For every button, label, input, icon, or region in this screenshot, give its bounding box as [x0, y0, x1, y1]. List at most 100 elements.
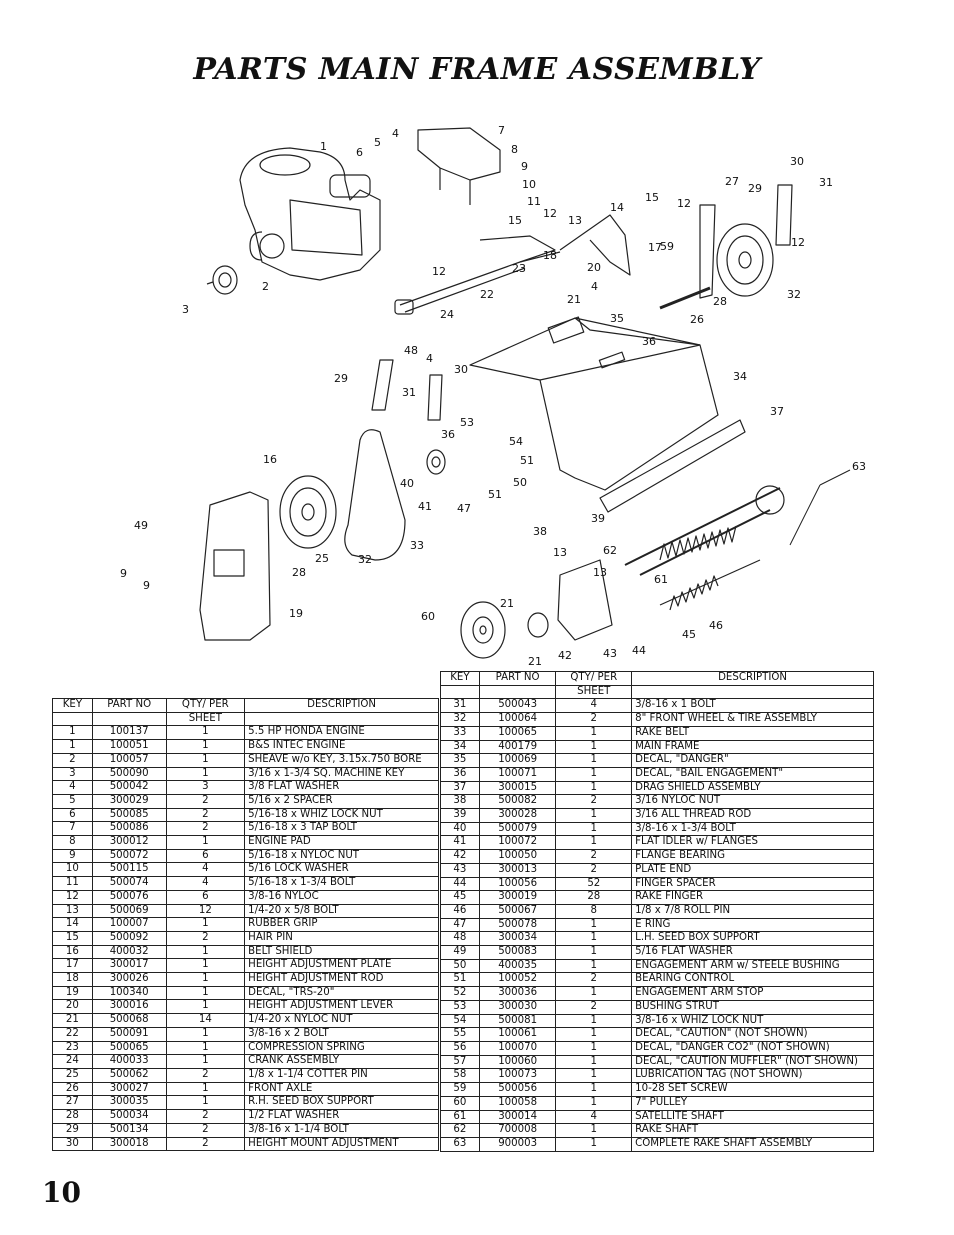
- table-cell: 2: [165, 1136, 246, 1152]
- exploded-parts-diagram: 1234445678999101112121212131313141515161…: [120, 124, 866, 668]
- table-cell: 300012: [91, 835, 167, 850]
- flat-idler-drawing: [426, 449, 446, 475]
- callout-label: 39: [591, 512, 605, 525]
- table-cell: 5/16 x 2 SPACER: [244, 793, 439, 809]
- table-cell: [91, 711, 167, 727]
- callout-label: 18: [543, 249, 557, 262]
- table-cell: CRANK ASSEMBLY: [244, 1054, 439, 1069]
- table-cell: RUBBER GRIP: [244, 917, 439, 932]
- table-cell: 100052: [478, 972, 557, 988]
- callout-label: 22: [480, 288, 494, 301]
- table-cell: 500079: [478, 821, 557, 837]
- table-cell: L.H. SEED BOX SUPPORT: [631, 931, 874, 947]
- table-cell: 1: [555, 1013, 633, 1029]
- table-cell: LUBRICATION TAG (NOT SHOWN): [631, 1068, 874, 1084]
- callout-label: 62: [603, 544, 617, 557]
- table-cell: 25: [52, 1067, 93, 1083]
- table-cell: 500034: [91, 1109, 167, 1124]
- engine-pad-drawing: [417, 127, 501, 205]
- table-cell: 57: [440, 1054, 480, 1070]
- callout-label: 53: [460, 416, 474, 429]
- engine-drawing: [239, 147, 381, 281]
- table-cell: 100061: [478, 1027, 557, 1042]
- table-cell: 31: [440, 698, 480, 714]
- table-cell: 49: [440, 945, 480, 960]
- table-cell: 1: [555, 958, 633, 974]
- plate-end-drawing: [527, 559, 613, 641]
- callout-label: 6: [356, 146, 363, 159]
- table-cell: 54: [440, 1013, 480, 1029]
- table-cell: 59: [440, 1082, 480, 1097]
- table-cell: 1/4-20 x 5/8 BOLT: [244, 903, 439, 919]
- table-cell: R.H. SEED BOX SUPPORT: [244, 1095, 439, 1111]
- table-cell: 500042: [91, 780, 167, 795]
- table-cell: COMPLETE RAKE SHAFT ASSEMBLY: [631, 1136, 874, 1152]
- table-cell: FLAT IDLER w/ FLANGES: [631, 835, 874, 851]
- table-cell: 1/8 x 1-1/4 COTTER PIN: [244, 1067, 439, 1083]
- table-cell: 14: [165, 1013, 246, 1028]
- table-cell: 10: [52, 862, 93, 878]
- callout-label: 31: [819, 176, 833, 189]
- table-cell: 8: [52, 835, 93, 850]
- table-cell: 5: [52, 793, 93, 809]
- table-cell: 47: [440, 917, 480, 933]
- table-cell: 34: [440, 739, 480, 755]
- table-cell: 30: [52, 1136, 93, 1152]
- table-cell: 33: [440, 725, 480, 741]
- table-cell: 500092: [91, 930, 167, 946]
- table-cell: DRAG SHIELD ASSEMBLY: [631, 780, 874, 796]
- table-cell: 1/2 FLAT WASHER: [244, 1109, 439, 1124]
- table-cell: [244, 711, 439, 727]
- table-cell: 16: [52, 944, 93, 960]
- table-cell: 40: [440, 821, 480, 837]
- table-cell: ENGINE PAD: [244, 835, 439, 850]
- table-cell: 7: [52, 821, 93, 837]
- table-cell: 3: [52, 766, 93, 782]
- table-cell: 500091: [91, 1026, 167, 1042]
- table-cell: FLANGE BEARING: [631, 849, 874, 864]
- table-cell: 18: [52, 972, 93, 987]
- callout-label: 45: [682, 628, 696, 641]
- pulley-drawing: [460, 601, 506, 659]
- table-cell: 400035: [478, 958, 557, 974]
- table-cell: 23: [52, 1040, 93, 1056]
- table-cell: 5/16-18 x WHIZ LOCK NUT: [244, 807, 439, 823]
- table-cell: 45: [440, 890, 480, 905]
- callout-label: 12: [677, 197, 691, 210]
- callout-label: 47: [457, 502, 471, 515]
- table-cell: 52: [555, 876, 633, 892]
- table-cell: 2: [165, 1067, 246, 1083]
- table-cell: 5/16 LOCK WASHER: [244, 862, 439, 878]
- table-cell: KEY: [52, 698, 93, 713]
- table-cell: 8: [555, 903, 633, 919]
- rake-shaft-drawing: [624, 485, 785, 611]
- table-cell: 300028: [478, 808, 557, 823]
- table-cell: HEIGHT ADJUSTMENT PLATE: [244, 958, 439, 974]
- table-cell: 50: [440, 958, 480, 974]
- table-cell: 2: [555, 999, 633, 1015]
- table-cell: 3/8-16 x 1-1/4 BOLT: [244, 1122, 439, 1138]
- table-header-subrow: SHEET: [440, 684, 874, 700]
- table-cell: 19: [52, 985, 93, 1001]
- table-cell: 1: [165, 917, 246, 932]
- callout-label: 15: [645, 191, 659, 204]
- table-cell: 1: [555, 1027, 633, 1042]
- table-cell: 1: [52, 739, 93, 754]
- table-cell: 43: [440, 862, 480, 878]
- table-cell: 1: [555, 1054, 633, 1070]
